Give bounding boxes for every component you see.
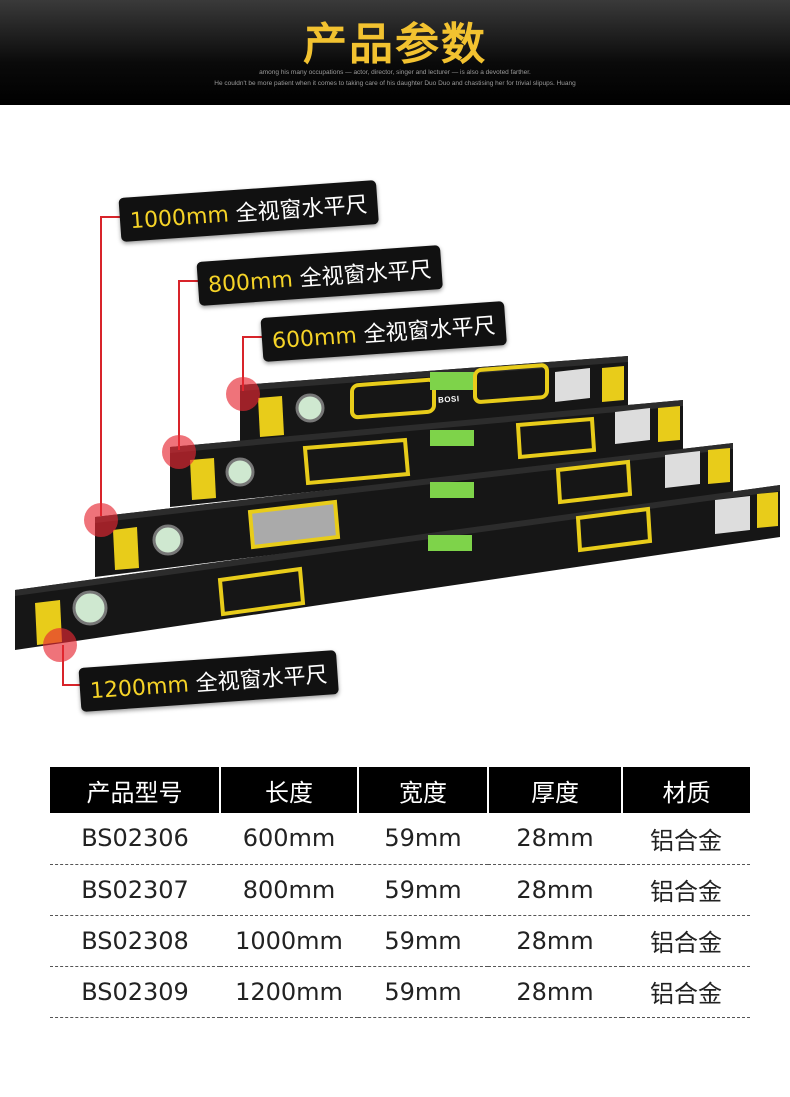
cell-model: BS02309 (50, 966, 220, 1018)
cell-thickness: 28mm (488, 966, 622, 1018)
cell-length: 1000mm (220, 915, 358, 967)
cell-model: BS02307 (50, 864, 220, 916)
cell-length: 600mm (220, 813, 358, 865)
cell-material: 铝合金 (622, 915, 750, 967)
cell-material: 铝合金 (622, 864, 750, 916)
cell-material: 铝合金 (622, 966, 750, 1018)
table-header-row: 产品型号 长度 宽度 厚度 材质 (50, 767, 750, 813)
label-name: 全视窗水平尺 (234, 192, 369, 227)
marker-dot-800 (162, 435, 196, 469)
pointer-line-600-h (242, 336, 264, 338)
marker-dot-1000 (84, 503, 118, 537)
cell-thickness: 28mm (488, 813, 622, 865)
label-name: 全视窗水平尺 (298, 257, 433, 292)
level-1000mm (95, 443, 733, 577)
cell-width: 59mm (358, 915, 488, 967)
label-size: 600mm (271, 323, 358, 355)
level-1200mm (15, 485, 780, 650)
cell-width: 59mm (358, 864, 488, 916)
level-600mm (240, 356, 628, 442)
marker-dot-600 (226, 377, 260, 411)
page-title: 产品参数 (303, 19, 487, 70)
pointer-line-800 (178, 280, 180, 450)
pointer-line-800-h (178, 280, 200, 282)
pointer-line-1200-h (62, 684, 82, 686)
col-width: 宽度 (357, 767, 488, 813)
pointer-line-1000-h (100, 216, 122, 218)
subtitle-line-2: He couldn't be more patient when it come… (214, 80, 576, 87)
subtitle-line-1: among his many occupations — actor, dire… (259, 69, 531, 76)
cell-width: 59mm (358, 966, 488, 1018)
marker-dot-1200 (43, 628, 77, 662)
col-thickness: 厚度 (487, 767, 622, 813)
label-name: 全视窗水平尺 (362, 313, 497, 348)
col-model: 产品型号 (50, 767, 220, 813)
col-length: 长度 (219, 767, 358, 813)
cell-length: 1200mm (220, 966, 358, 1018)
col-material: 材质 (621, 767, 750, 813)
label-size: 1000mm (129, 202, 230, 235)
label-size: 1200mm (89, 672, 190, 705)
pointer-line-600 (242, 336, 244, 391)
cell-width: 59mm (358, 813, 488, 865)
label-name: 全视窗水平尺 (194, 662, 329, 697)
pointer-line-1000 (100, 216, 102, 516)
brand-logo-text: BOSI (437, 394, 460, 405)
cell-length: 800mm (220, 864, 358, 916)
label-size: 800mm (207, 267, 294, 299)
cell-thickness: 28mm (488, 864, 622, 916)
cell-thickness: 28mm (488, 915, 622, 967)
pointer-line-1200 (62, 645, 64, 685)
header-banner: 产品参数 among his many occupations — actor,… (0, 0, 790, 105)
cell-material: 铝合金 (622, 813, 750, 865)
cell-model: BS02306 (50, 813, 220, 865)
level-800mm (170, 400, 683, 507)
cell-model: BS02308 (50, 915, 220, 967)
spirit-levels-illustration (15, 356, 780, 650)
